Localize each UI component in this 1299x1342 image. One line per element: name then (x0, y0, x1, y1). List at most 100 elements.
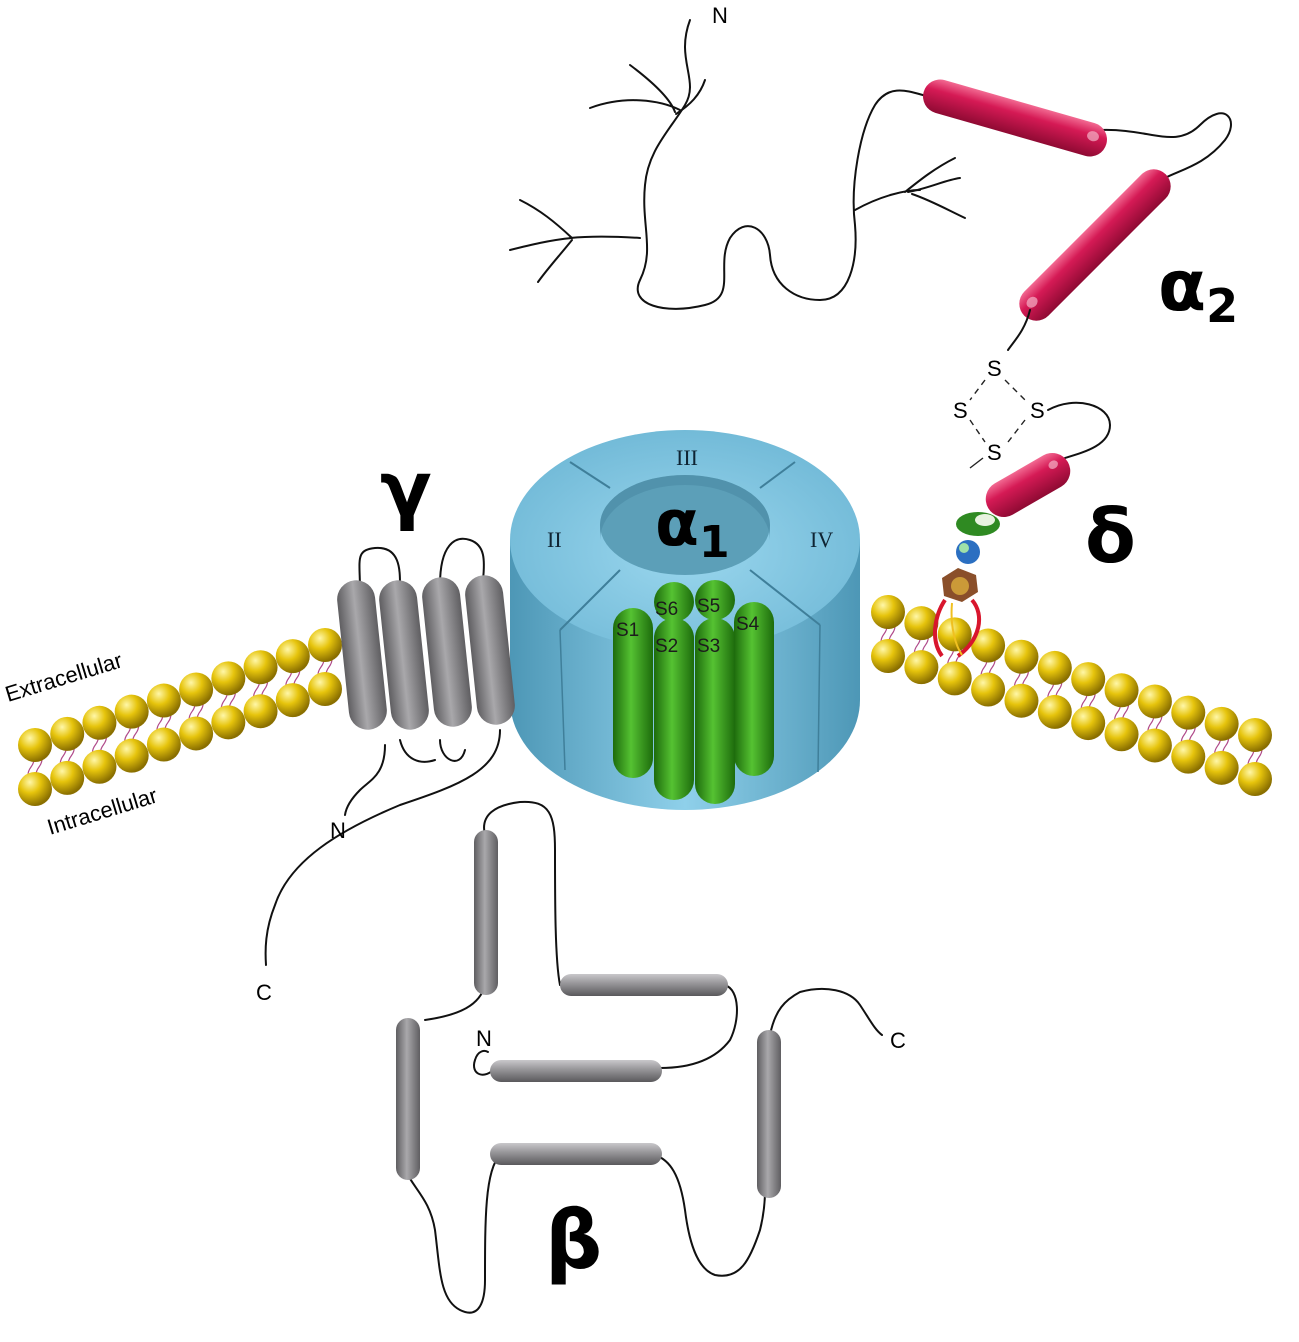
delta-label: δ (1085, 494, 1136, 580)
disulfide-s-left: S (953, 398, 968, 423)
beta-chain (483, 800, 561, 986)
gamma-loop-3 (399, 739, 436, 763)
membrane-right-inner-lipid-head (1171, 739, 1206, 774)
membrane-right-inner-lipid-head (1204, 750, 1239, 785)
membrane-right-inner-lipid-head (1071, 706, 1106, 741)
membrane-left-inner-lipid-head (275, 683, 310, 718)
disulfide-bridge: S S S S (953, 356, 1111, 469)
membrane-right (871, 595, 1272, 796)
alpha2-branch-5 (519, 199, 573, 239)
segment-s3 (695, 618, 735, 804)
membrane-left-inner-lipid-head (308, 672, 342, 706)
membrane-right-outer-lipid-head (1071, 662, 1106, 697)
membrane-right-outer-lipid-head (871, 595, 905, 629)
extracellular-label: Extracellular (2, 647, 125, 706)
alpha1-label: α1 (655, 487, 730, 568)
membrane-left-inner-lipid-head (114, 738, 149, 773)
beta-helix-vertical-2 (396, 1018, 420, 1180)
alpha2-label: α2 (1158, 245, 1238, 333)
membrane-right-outer-lipid-head (971, 628, 1006, 663)
gamma-helix-4 (465, 575, 515, 725)
membrane-right-inner-lipid-head (937, 661, 972, 696)
beta-subunit: N C β (396, 800, 906, 1314)
alpha2-branch-6 (509, 237, 573, 251)
beta-c-terminus: C (890, 1028, 906, 1053)
segment-s6-label: S6 (655, 599, 678, 620)
disulfide-s-right: S (1030, 398, 1045, 423)
alpha2-branch-3 (675, 79, 706, 115)
beta-helix-vertical-1 (474, 830, 498, 995)
membrane-right-outer-lipid-head (1171, 695, 1206, 730)
gamma-n-terminus: N (330, 818, 346, 843)
segment-s1-label: S1 (616, 620, 639, 641)
segment-s5-label: S5 (697, 596, 720, 617)
membrane-left-outer-lipid-head (243, 650, 278, 685)
disulfide-s-bottom: S (987, 440, 1002, 465)
segment-s4 (734, 602, 774, 776)
membrane-left-inner-lipid-head (211, 705, 246, 740)
membrane-right-inner-lipid-head (904, 650, 939, 685)
alpha2-branch-10 (907, 177, 961, 193)
gamma-loop-2 (439, 537, 485, 586)
gamma-helix-2 (379, 580, 429, 730)
gpi-anchor-legs (933, 598, 947, 658)
alpha2-branch-11 (911, 193, 966, 219)
beta-n-terminus: N (476, 1026, 492, 1051)
alpha2-helix-2 (1019, 169, 1171, 321)
membrane-right-outer-lipid-head (1004, 639, 1039, 674)
alpha2-link (1099, 112, 1232, 179)
gamma-helix-1 (337, 580, 387, 730)
alpha1-subunit: II III IV α1 S1 S6 S5 S2 S3 S4 (510, 430, 860, 810)
alpha2-branch-1 (589, 99, 681, 111)
domain-ii-label: II (547, 527, 562, 552)
membrane-left-inner-lipid-head (82, 749, 117, 784)
segment-s2-label: S2 (655, 636, 678, 657)
segment-s3-label: S3 (697, 636, 720, 657)
gamma-helix-3 (422, 577, 472, 727)
domain-iv-label: IV (810, 527, 833, 552)
membrane-left-outer-lipid-head (146, 683, 181, 718)
gamma-n-tail (344, 744, 386, 816)
disulfide-to-delta (1047, 401, 1111, 459)
membrane-right-inner-lipid-head (1004, 683, 1039, 718)
membrane-left-inner-lipid-head (18, 772, 52, 806)
membrane-left-outer-lipid-head (211, 661, 246, 696)
membrane-right-outer-lipid-head (1037, 650, 1072, 685)
gamma-c-terminus: C (256, 980, 272, 1005)
alpha1-pore (600, 475, 770, 575)
membrane-left-outer-lipid-head (82, 705, 117, 740)
membrane-right-outer-lipid-head (1204, 706, 1239, 741)
alpha2-branch-7 (537, 239, 573, 283)
gamma-loop-1 (358, 546, 401, 591)
alpha2-branch-9 (904, 157, 956, 193)
alpha2-helix-1 (923, 79, 1107, 157)
membrane-right-inner-lipid-head (1238, 762, 1272, 796)
membrane-left-inner-lipid-head (146, 727, 181, 762)
segment-s2 (654, 618, 694, 800)
gamma-label: γ (380, 444, 432, 533)
membrane-left-inner-lipid-head (243, 694, 278, 729)
membrane-left (18, 628, 342, 806)
delta-subunit: δ (933, 453, 1136, 658)
domain-iii-label: III (676, 445, 698, 470)
beta-helix-horizontal-1 (560, 974, 728, 996)
delta-helix (985, 453, 1071, 517)
membrane-right-inner-lipid-head (1104, 717, 1139, 752)
membrane-right-inner-lipid-head (1137, 728, 1172, 763)
gpi-anchor-blue (956, 540, 980, 564)
membrane-left-outer-lipid-head (308, 628, 342, 662)
membrane-left-outer-lipid-head (18, 728, 52, 762)
beta-helix-horizontal-3 (490, 1143, 662, 1165)
membrane-right-outer-lipid-head (1104, 673, 1139, 708)
membrane-right-outer-lipid-head (904, 606, 939, 641)
gamma-loop-4 (439, 739, 466, 762)
membrane-left-inner-lipid-head (50, 760, 85, 795)
segment-s5 (695, 580, 735, 620)
membrane-right-inner-lipid-head (871, 639, 905, 673)
alpha2-to-disulfide (1007, 309, 1031, 351)
alpha2-chain (636, 19, 931, 310)
alpha2-branch-2 (629, 64, 676, 113)
membrane-left-outer-lipid-head (179, 672, 214, 707)
gamma-subunit: γ N C (256, 444, 515, 1005)
